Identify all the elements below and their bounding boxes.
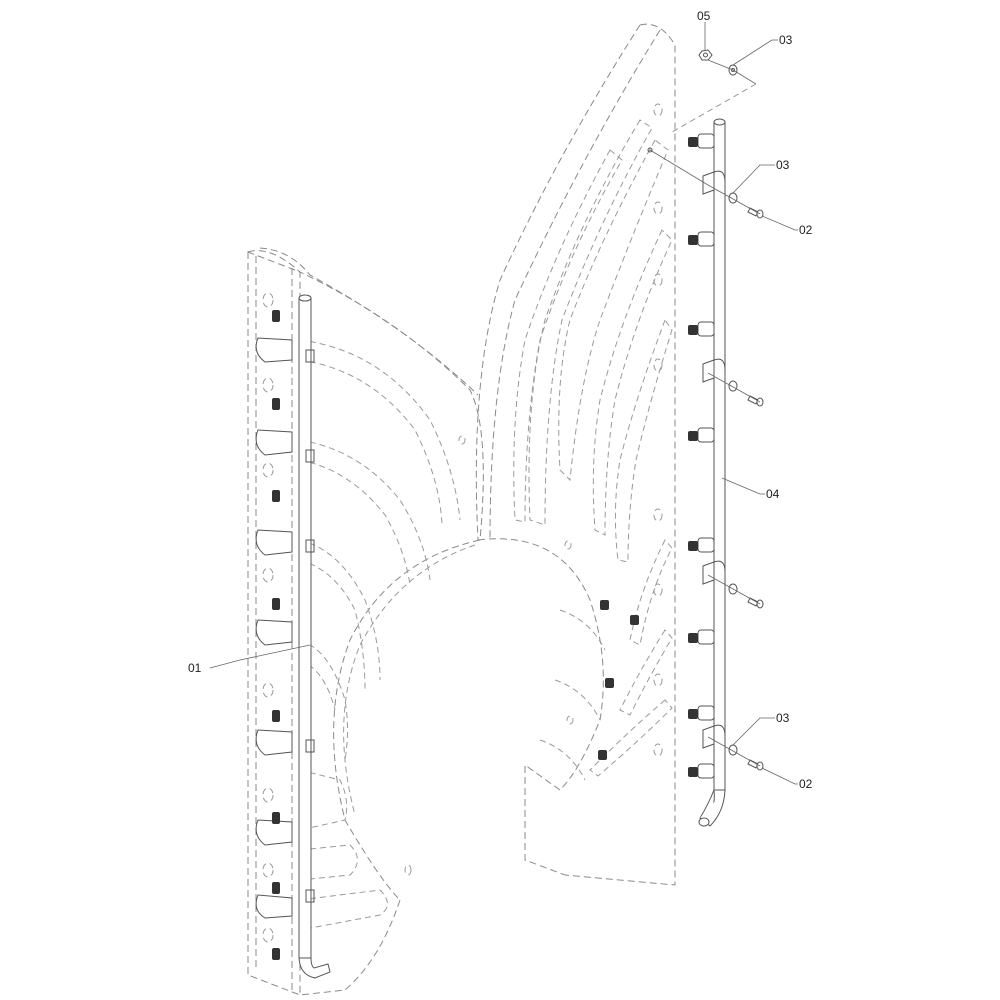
right-fittings xyxy=(688,133,715,779)
callout-01: 01 xyxy=(188,661,202,675)
callout-02-bot: 02 xyxy=(799,777,813,791)
callout-labels: 05 03 03 02 04 01 03 02 xyxy=(188,9,813,791)
bolt-icon xyxy=(747,207,764,219)
callout-03-mid: 03 xyxy=(776,158,790,172)
washer-icon xyxy=(728,192,738,204)
manifold-pipe-left xyxy=(298,294,331,979)
callout-03-bot: 03 xyxy=(776,711,790,725)
callout-04: 04 xyxy=(766,487,780,501)
callout-leaders xyxy=(209,22,798,785)
manifold-pipe-right xyxy=(688,118,726,827)
right-mounting-panel xyxy=(475,23,676,886)
hardware xyxy=(647,49,764,771)
left-fittings xyxy=(255,310,293,960)
washer-icon xyxy=(728,744,738,756)
washer-icon xyxy=(728,380,738,392)
callout-05: 05 xyxy=(697,9,711,23)
nut-icon xyxy=(698,49,713,61)
right-clamps xyxy=(702,170,726,749)
callout-02-mid: 02 xyxy=(799,223,813,237)
left-mounting-panel xyxy=(247,247,484,996)
callout-03-top: 03 xyxy=(779,33,793,47)
